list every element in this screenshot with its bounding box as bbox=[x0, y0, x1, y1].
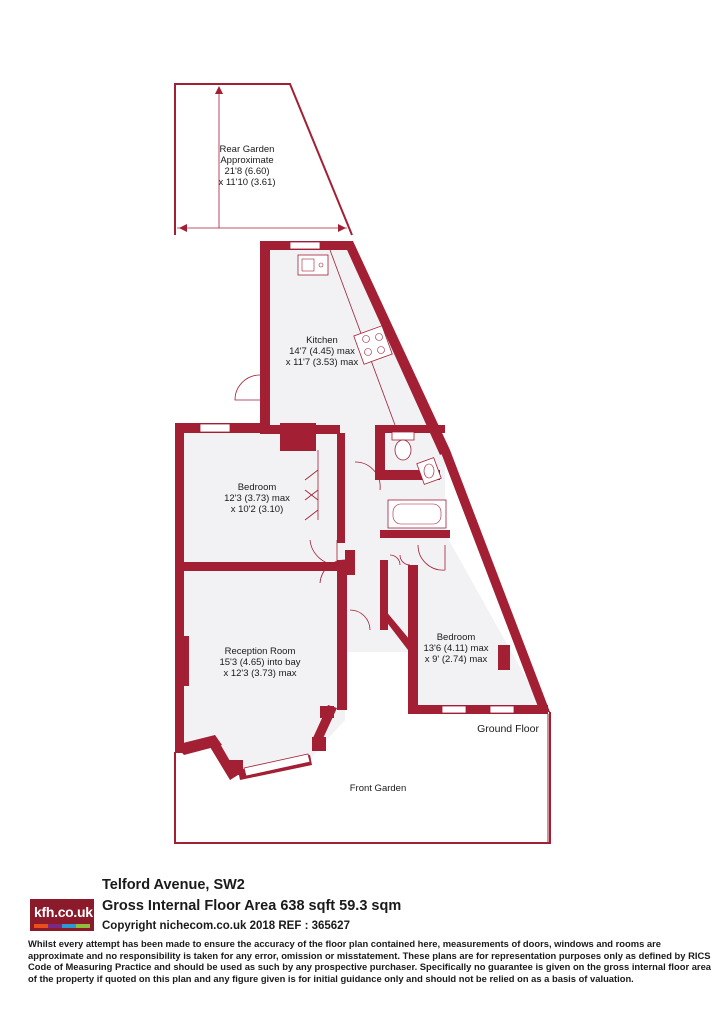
doors bbox=[234, 374, 446, 631]
svg-text:15'3 (4.65) into bay: 15'3 (4.65) into bay bbox=[219, 657, 300, 668]
floor-label: Ground Floor bbox=[477, 723, 539, 735]
reception-room-label: Reception Room 15'3 (4.65) into bay x 12… bbox=[219, 646, 300, 679]
basin-icon bbox=[416, 457, 442, 485]
svg-text:13'6 (4.11) max: 13'6 (4.11) max bbox=[423, 643, 488, 654]
internal-walls bbox=[180, 423, 510, 686]
wardrobe bbox=[304, 450, 319, 521]
svg-text:Kitchen: Kitchen bbox=[306, 335, 338, 346]
logo-text: kfh.co.uk bbox=[34, 904, 93, 920]
svg-text:x 11'10 (3.61): x 11'10 (3.61) bbox=[218, 177, 275, 188]
toilet-icon bbox=[391, 431, 415, 461]
windows bbox=[199, 241, 515, 777]
svg-text:x 12'3 (3.73) max: x 12'3 (3.73) max bbox=[223, 668, 296, 679]
svg-text:12'3 (3.73) max: 12'3 (3.73) max bbox=[224, 493, 290, 504]
svg-text:Reception Room: Reception Room bbox=[225, 646, 296, 657]
arrow-icon bbox=[338, 224, 346, 232]
front-garden-label: Front Garden bbox=[350, 783, 407, 794]
floor-area: Gross Internal Floor Area 638 sqft 59.3 … bbox=[102, 898, 402, 914]
arrow-icon bbox=[179, 224, 187, 232]
disclaimer-text: Whilst every attempt has been made to en… bbox=[28, 938, 712, 984]
rear-garden-label: Rear Garden Approximate 21'8 (6.60) x 11… bbox=[218, 144, 275, 188]
svg-text:Bedroom: Bedroom bbox=[437, 632, 476, 643]
floor-plan: Rear Garden Approximate 21'8 (6.60) x 11… bbox=[174, 83, 551, 844]
bedroom-label: Bedroom 12'3 (3.73) max x 10'2 (3.10) bbox=[224, 482, 290, 515]
svg-text:Approximate: Approximate bbox=[220, 155, 273, 166]
hob-icon bbox=[353, 325, 393, 365]
logo-color-bars bbox=[34, 924, 90, 928]
kfh-logo: kfh.co.uk bbox=[30, 899, 94, 931]
svg-text:Bedroom: Bedroom bbox=[238, 482, 277, 493]
svg-text:x 9' (2.74) max: x 9' (2.74) max bbox=[425, 654, 488, 665]
svg-text:x 10'2 (3.10): x 10'2 (3.10) bbox=[231, 504, 284, 515]
property-title: Telford Avenue, SW2 bbox=[102, 877, 245, 893]
kitchen-label: Kitchen 14'7 (4.45) max x 11'7 (3.53) ma… bbox=[286, 335, 359, 368]
svg-text:21'8 (6.60): 21'8 (6.60) bbox=[224, 166, 269, 177]
bath-icon bbox=[387, 499, 447, 529]
svg-text:Rear Garden: Rear Garden bbox=[220, 144, 275, 155]
svg-text:14'7 (4.45) max: 14'7 (4.45) max bbox=[289, 346, 355, 357]
front-garden-boundary bbox=[174, 712, 551, 844]
copyright-text: Copyright nichecom.co.uk 2018 REF : 3656… bbox=[102, 920, 350, 932]
arrow-icon bbox=[215, 86, 223, 94]
bedroom-2-label: Bedroom 13'6 (4.11) max x 9' (2.74) max bbox=[423, 632, 488, 665]
rear-garden-boundary bbox=[174, 83, 353, 236]
svg-text:x 11'7 (3.53) max: x 11'7 (3.53) max bbox=[286, 357, 359, 368]
sink-icon bbox=[297, 254, 329, 276]
